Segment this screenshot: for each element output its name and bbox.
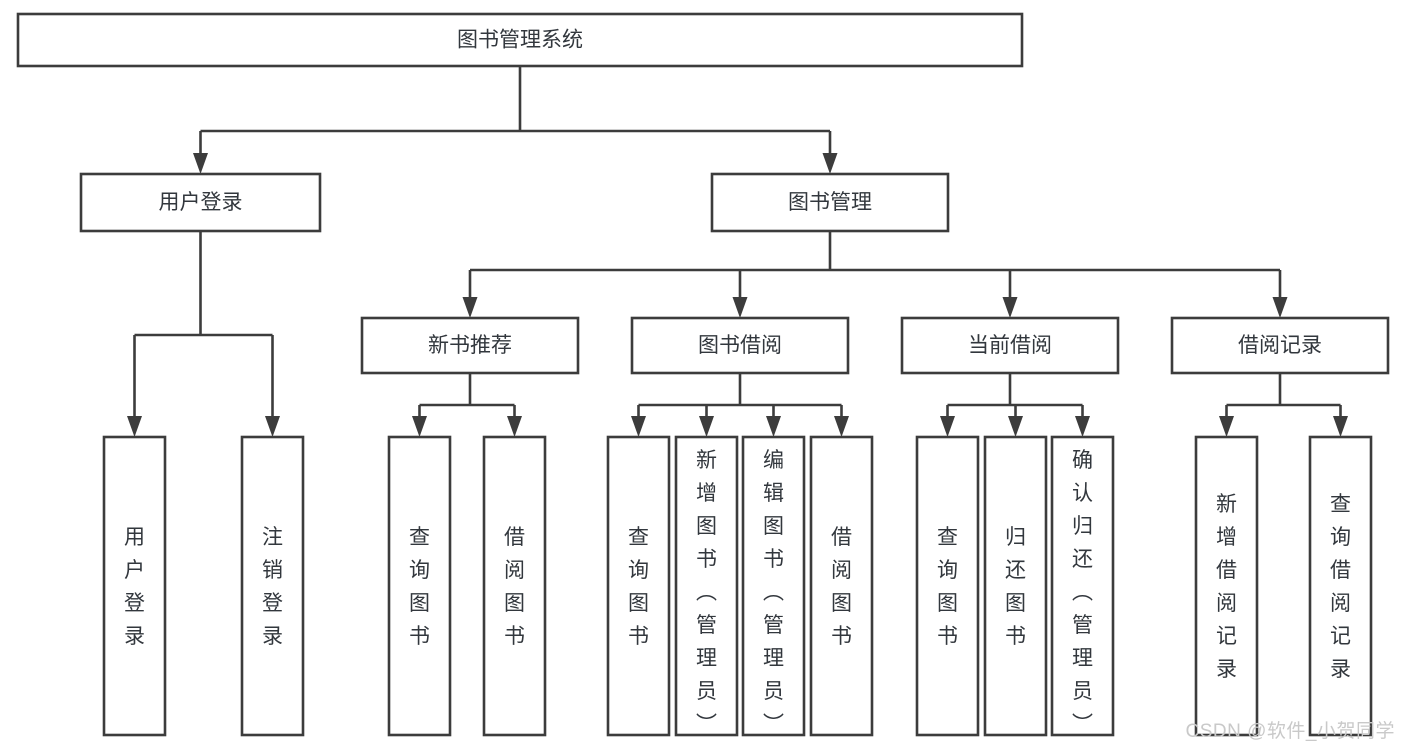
node-rect xyxy=(900,316,1120,375)
node-label-vertical: 查询图书 xyxy=(628,526,649,648)
node-rect xyxy=(809,435,874,737)
node-label-vertical: 用户登录 xyxy=(124,526,145,648)
arrow-head xyxy=(1333,416,1348,437)
node-level2-1[interactable]: 图书管理 xyxy=(710,172,950,233)
node-label-vertical: 查询借阅记录 xyxy=(1330,493,1351,681)
node-label: 用户登录 xyxy=(159,191,243,214)
node-label-vertical: 编辑图书︵管理员︶ xyxy=(763,449,784,736)
node-leaf-l3-2-0[interactable]: 查询图书 xyxy=(915,435,980,737)
node-leaf-l3-1-3[interactable]: 借阅图书 xyxy=(809,435,874,737)
node-rect xyxy=(674,435,739,737)
node-root-system[interactable]: 图书管理系统 xyxy=(16,12,1024,68)
node-rect xyxy=(606,435,671,737)
node-label: 借阅记录 xyxy=(1238,334,1322,357)
node-rect xyxy=(741,435,806,737)
arrow-head xyxy=(766,416,781,437)
node-leaf-l2-0-1[interactable]: 注销登录 xyxy=(240,435,305,737)
node-level3-1[interactable]: 图书借阅 xyxy=(630,316,850,375)
diagram-nodes: 图书管理系统用户登录用户登录注销登录图书管理新书推荐查询图书借阅图书图书借阅查询… xyxy=(16,12,1390,737)
arrow-head xyxy=(699,416,714,437)
node-level3-3[interactable]: 借阅记录 xyxy=(1170,316,1390,375)
node-level3-2[interactable]: 当前借阅 xyxy=(900,316,1120,375)
node-leaf-l3-3-1[interactable]: 查询借阅记录 xyxy=(1308,435,1373,737)
node-leaf-l3-0-0[interactable]: 查询图书 xyxy=(387,435,452,737)
arrow-head xyxy=(462,297,478,318)
arrow-head xyxy=(834,416,849,437)
node-leaf-l3-0-1[interactable]: 借阅图书 xyxy=(482,435,547,737)
node-leaf-l3-1-1[interactable]: 新增图书︵管理员︶ xyxy=(674,435,739,737)
node-rect xyxy=(710,172,950,233)
arrow-head xyxy=(507,416,522,437)
node-rect xyxy=(482,435,547,737)
node-label-vertical: 新增借阅记录 xyxy=(1216,493,1237,681)
node-leaf-l3-2-1[interactable]: 归还图书 xyxy=(983,435,1048,737)
node-label: 当前借阅 xyxy=(968,334,1052,357)
node-rect xyxy=(102,435,167,737)
node-rect xyxy=(1050,435,1115,737)
node-rect xyxy=(1194,435,1259,737)
arrow-head xyxy=(265,416,280,437)
node-label: 图书管理系统 xyxy=(457,29,583,52)
arrow-head xyxy=(631,416,646,437)
node-label-vertical: 归还图书 xyxy=(1005,526,1026,648)
node-label-vertical: 借阅图书 xyxy=(831,526,852,648)
node-leaf-l3-1-2[interactable]: 编辑图书︵管理员︶ xyxy=(741,435,806,737)
node-level3-0[interactable]: 新书推荐 xyxy=(360,316,580,375)
node-label-vertical: 查询图书 xyxy=(937,526,958,648)
arrow-head xyxy=(127,416,142,437)
node-label-vertical: 查询图书 xyxy=(409,526,430,648)
node-label-vertical: 确认归还︵管理员︶ xyxy=(1072,449,1093,736)
node-leaf-l3-2-2[interactable]: 确认归还︵管理员︶ xyxy=(1050,435,1115,737)
arrow-head xyxy=(1219,416,1234,437)
node-rect xyxy=(983,435,1048,737)
node-rect xyxy=(915,435,980,737)
arrow-head xyxy=(1002,297,1018,318)
arrow-head xyxy=(940,416,955,437)
node-label: 新书推荐 xyxy=(428,334,512,357)
node-level2-0[interactable]: 用户登录 xyxy=(79,172,322,233)
arrow-head xyxy=(822,153,838,174)
node-rect xyxy=(16,12,1024,68)
node-label: 图书借阅 xyxy=(698,334,782,357)
node-rect xyxy=(387,435,452,737)
arrow-head xyxy=(1075,416,1090,437)
node-label-vertical: 新增图书︵管理员︶ xyxy=(696,449,717,736)
node-rect xyxy=(630,316,850,375)
arrow-head xyxy=(412,416,427,437)
node-rect xyxy=(360,316,580,375)
node-rect xyxy=(1308,435,1373,737)
node-leaf-l3-1-0[interactable]: 查询图书 xyxy=(606,435,671,737)
node-leaf-l3-3-0[interactable]: 新增借阅记录 xyxy=(1194,435,1259,737)
node-leaf-l2-0-0[interactable]: 用户登录 xyxy=(102,435,167,737)
arrow-head xyxy=(1008,416,1023,437)
connector-links xyxy=(127,66,1348,437)
node-label: 图书管理 xyxy=(788,191,872,214)
node-rect xyxy=(240,435,305,737)
node-label-vertical: 借阅图书 xyxy=(504,526,525,648)
node-rect xyxy=(79,172,322,233)
node-rect xyxy=(1170,316,1390,375)
arrow-head xyxy=(1272,297,1288,318)
arrow-head xyxy=(193,153,208,174)
arrow-head xyxy=(732,297,748,318)
node-label-vertical: 注销登录 xyxy=(262,526,283,648)
